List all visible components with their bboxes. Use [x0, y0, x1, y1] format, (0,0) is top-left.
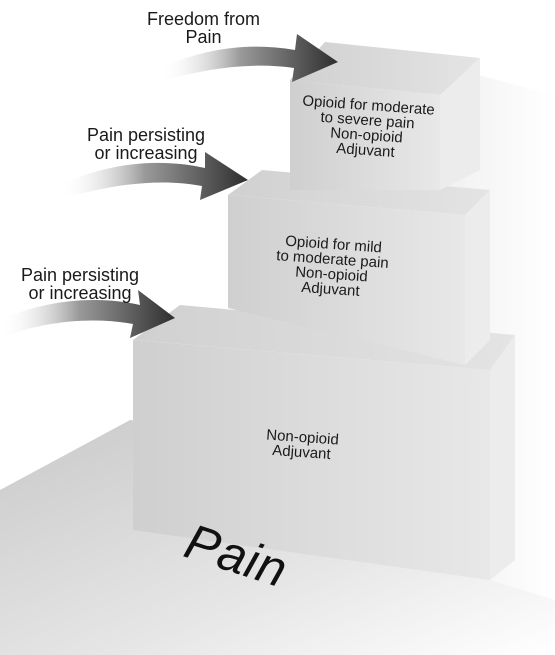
arrow-2-line: Pain persisting — [86, 125, 206, 145]
step-3 — [290, 42, 480, 190]
arrow-3-label: Freedom from Pain — [136, 10, 271, 46]
arrow-3-line: Freedom from — [146, 9, 261, 29]
arrow-1-line: or increasing — [28, 283, 132, 303]
step-3-side — [440, 58, 480, 190]
step-3-label: Opioid for moderate to severe pain Non-o… — [290, 92, 444, 163]
step-2-side — [465, 190, 490, 365]
arrow-2-line: or increasing — [94, 143, 198, 163]
arrow-1-line: Pain persisting — [20, 265, 140, 285]
arrow-1-label: Pain persisting or increasing — [10, 266, 150, 302]
arrow-3-line: Pain — [185, 27, 222, 47]
arrow-2-icon — [60, 152, 248, 200]
step-2-front — [228, 195, 465, 365]
step-1-side — [490, 335, 515, 580]
arrow-2-label: Pain persisting or increasing — [76, 126, 216, 162]
step-3-top — [290, 42, 480, 95]
step-2-label: Opioid for mild to moderate pain Non-opi… — [260, 232, 404, 302]
arrow-3-icon — [160, 34, 338, 82]
step-3-front — [290, 80, 440, 190]
step-1-front — [133, 340, 490, 580]
arrow-1-icon — [0, 290, 175, 338]
